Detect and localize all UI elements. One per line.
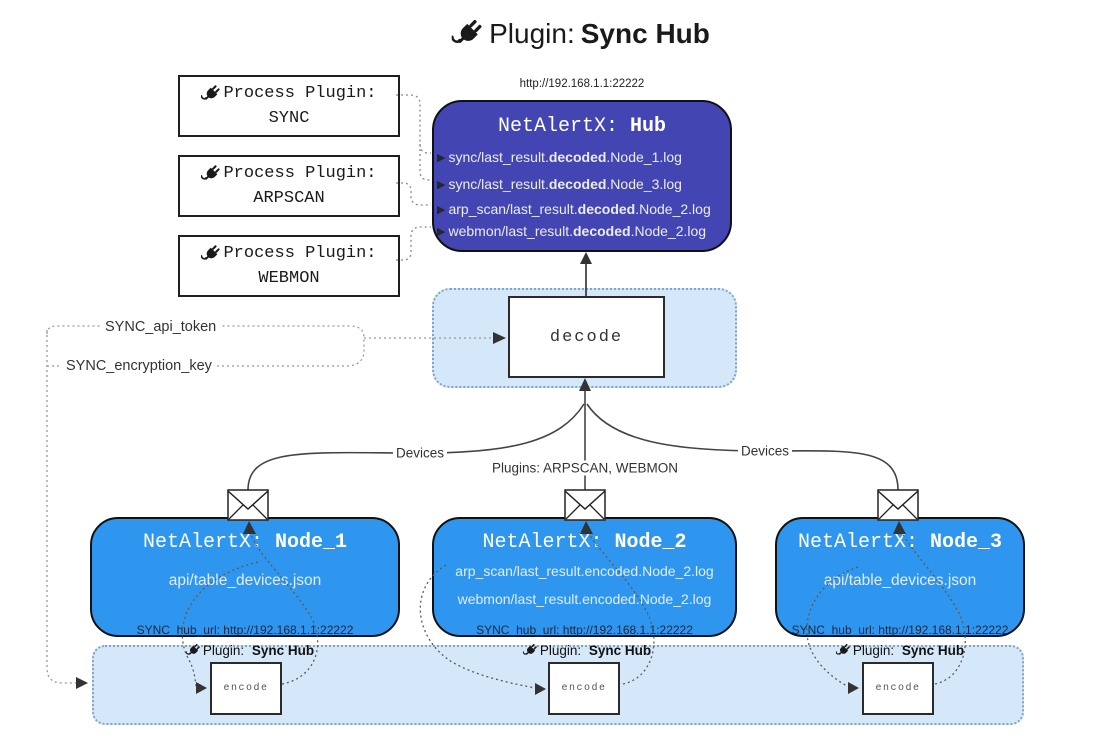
arrowhead-icon: ▶ [437,225,446,238]
hub-log-line: ▶sync/last_result.decoded.Node_1.log [437,149,682,165]
node-content-line: webmon/last_result.encoded.Node_2.log [457,591,712,607]
plug-icon [201,84,221,104]
node-title: NetAlertX: Node_1 [142,531,348,554]
edge-label-devices-right: Devices [737,443,793,459]
node-hub-url: SYNC_hub_url: http://192.168.1.1:22222 [791,623,1009,637]
hub-title: NetAlertX: Hub [434,115,730,138]
encoder-label-1: Plugin: Sync Hub [186,643,314,658]
hub-box: NetAlertX: Hub ▶sync/last_result.decoded… [432,100,732,252]
node-1-box: NetAlertX: Node_1 api/table_devices.json… [90,517,400,637]
node-content-line: api/table_devices.json [168,572,322,589]
hub-log-line: ▶webmon/last_result.decoded.Node_2.log [437,223,707,239]
encoder-label-3: Plugin: Sync Hub [836,643,964,658]
plug-icon [836,643,851,658]
sync-api-token-label: SYNC_api_token [101,319,221,335]
arrowhead-icon: ▶ [437,203,446,216]
encode-box-2: encode [548,662,620,715]
edge-label-devices-left: Devices [392,445,448,461]
node-content-line: api/table_devices.json [823,572,977,589]
hub-url-label: http://192.168.1.1:22222 [519,78,645,90]
plug-icon [523,643,538,658]
plug-icon [201,244,221,264]
process-plugin-name: ARPSCAN [253,189,325,208]
node-hub-url: SYNC_hub_url: http://192.168.1.1:22222 [136,623,354,637]
edge-label-plugins: Plugins: ARPSCAN, WEBMON [488,460,682,476]
encode-box-1: encode [210,662,282,715]
sync-encryption-key-label: SYNC_encryption_key [62,358,216,374]
arrowhead-into-bar [76,677,88,689]
process-plugin-sync: Process Plugin: SYNC [178,75,400,137]
arrowhead-icon: ▶ [437,178,446,191]
arrowhead-icon: ▶ [437,151,446,164]
process-plugin-name: WEBMON [258,269,320,288]
decode-box: decode [508,296,665,378]
hub-title-prefix: NetAlertX: [497,115,618,138]
hub-title-name: Hub [630,115,667,138]
envelope-icon [877,489,919,521]
plug-icon [186,643,201,658]
envelope-icon [564,489,606,521]
node-content-line: arp_scan/last_result.encoded.Node_2.log [455,563,714,579]
process-plugin-label: Process Plugin: [223,244,377,263]
node-2-box: NetAlertX: Node_2 arp_scan/last_result.e… [432,517,737,637]
node-3-box: NetAlertX: Node_3 api/table_devices.json… [775,517,1025,637]
encode-box-3: encode [862,662,934,715]
process-plugin-webmon: Process Plugin: WEBMON [178,235,400,297]
encoder-label-2: Plugin: Sync Hub [523,643,651,658]
process-plugin-label: Process Plugin: [223,164,377,183]
plug-icon [201,164,221,184]
edge-process-plugins-to-hub [396,94,431,261]
process-plugin-arpscan: Process Plugin: ARPSCAN [178,155,400,217]
process-plugin-name: SYNC [268,109,310,128]
node-title: NetAlertX: Node_2 [482,531,687,554]
hub-log-line: ▶sync/last_result.decoded.Node_3.log [437,176,682,192]
plug-icon [451,18,483,50]
envelope-icon [227,489,269,521]
page-title-name: Sync Hub [580,18,710,49]
node-title: NetAlertX: Node_3 [797,531,1003,554]
page-title-prefix: Plugin: [489,18,575,49]
process-plugin-label: Process Plugin: [223,84,377,103]
node-hub-url: SYNC_hub_url: http://192.168.1.1:22222 [476,623,693,637]
hub-log-line: ▶arp_scan/last_result.decoded.Node_2.log [437,201,711,217]
page-title: Plugin: Sync Hub [451,18,710,50]
